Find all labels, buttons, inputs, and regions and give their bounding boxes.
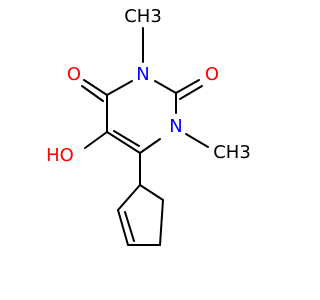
methyl-label-bottom: CH3 bbox=[213, 142, 251, 163]
oxygen-label-right: O bbox=[205, 64, 219, 85]
bond-c4-o-double bbox=[81, 85, 104, 102]
oxygen-label-left: O bbox=[67, 64, 81, 85]
bond-cp1-cp2 bbox=[117, 184, 141, 211]
bond-c2-o bbox=[175, 79, 200, 94]
bond-c2-o-double bbox=[179, 85, 203, 100]
bond-c4-o bbox=[83, 79, 108, 96]
methyl-label-top: CH3 bbox=[124, 6, 162, 27]
nitrogen-label-top: N bbox=[136, 64, 149, 85]
bond-cp4-cp5 bbox=[159, 199, 164, 246]
bond-n3-c2 bbox=[154, 80, 177, 94]
nitrogen-label-bottom: N bbox=[169, 116, 182, 137]
bond-c5-oh bbox=[84, 131, 108, 149]
hydroxyl-label: HO bbox=[46, 145, 74, 166]
structure-diagram: O O N N CH3 CH3 HO bbox=[46, 6, 251, 246]
bond-n1-methyl bbox=[185, 133, 209, 148]
bond-n1-c6 bbox=[139, 138, 161, 154]
bond-c5-c6-double bbox=[113, 130, 140, 147]
bond-c5-c6 bbox=[106, 131, 141, 154]
bond-c4-n3 bbox=[106, 80, 133, 96]
bond-cp2-cp3-double bbox=[124, 211, 135, 242]
bond-cp5-cp1 bbox=[139, 184, 164, 201]
bond-cp2-cp3 bbox=[117, 209, 129, 246]
